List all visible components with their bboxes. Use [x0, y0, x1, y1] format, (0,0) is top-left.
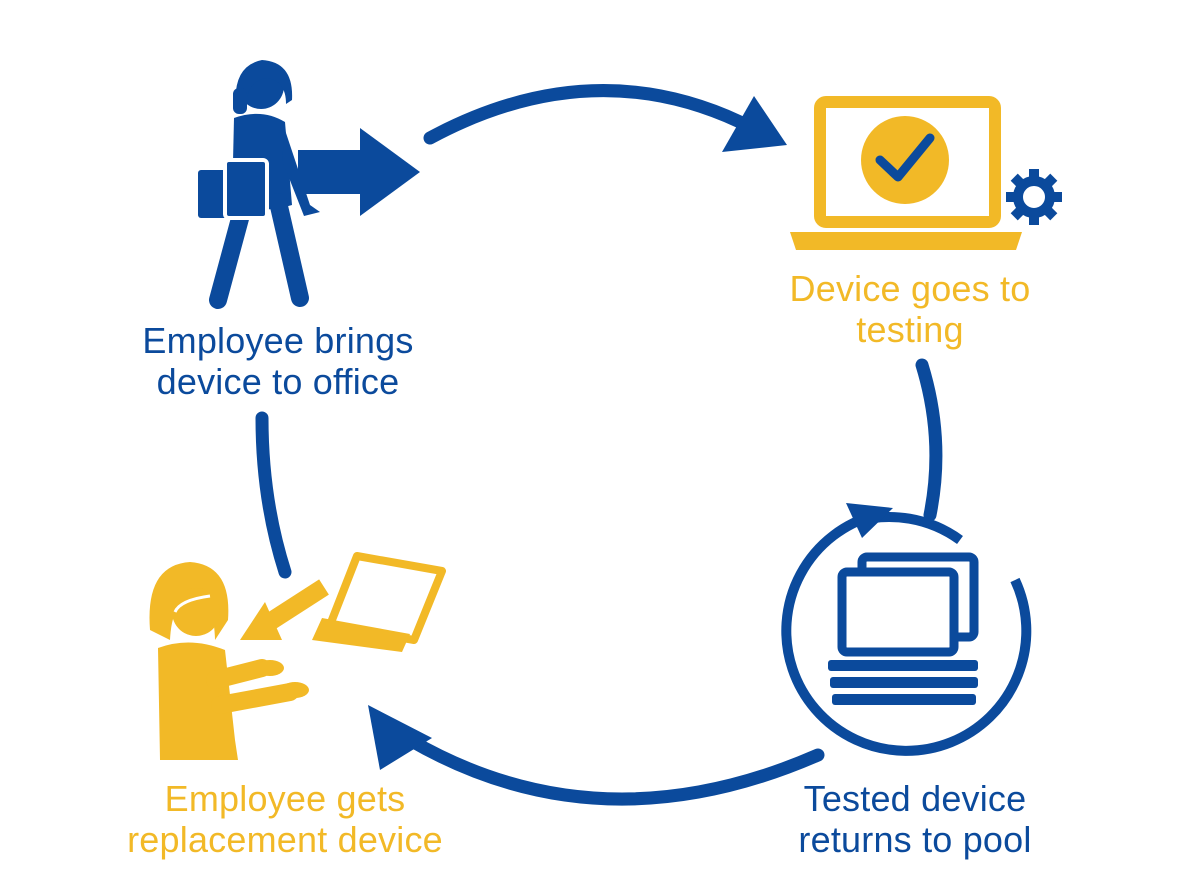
- step-label-line: replacement device: [127, 819, 443, 860]
- step-label-line: returns to pool: [798, 819, 1032, 860]
- arrow-right-testing-to-pool: [915, 358, 943, 522]
- step-label-line: Tested device: [803, 778, 1027, 819]
- step-label-line: device to office: [156, 361, 400, 402]
- arrow-top-employee-to-testing: [423, 84, 787, 152]
- step-label-employee-gets-replacement: Employee gets replacement device: [95, 778, 475, 860]
- gear-icon: [1006, 169, 1062, 225]
- step-label-line: Device goes to: [789, 268, 1031, 309]
- arrow-bottom-pool-to-employee: [368, 705, 825, 806]
- step-label-line: Employee brings: [142, 320, 414, 361]
- step-label-line: testing: [856, 309, 964, 350]
- step-label-device-testing: Device goes to testing: [770, 268, 1050, 350]
- walking-employee-with-device-icon: [198, 60, 420, 309]
- stacked-laptops-pool-icon: [781, 503, 1032, 756]
- step-label-device-returns-pool: Tested device returns to pool: [770, 778, 1060, 860]
- step-label-line: Employee gets: [164, 778, 406, 819]
- arrow-left-connector: [255, 411, 292, 579]
- laptop-checkmark-gear-icon: [790, 96, 1062, 250]
- employee-receiving-laptop-icon: [149, 552, 446, 760]
- step-label-employee-brings-device: Employee brings device to office: [118, 320, 438, 402]
